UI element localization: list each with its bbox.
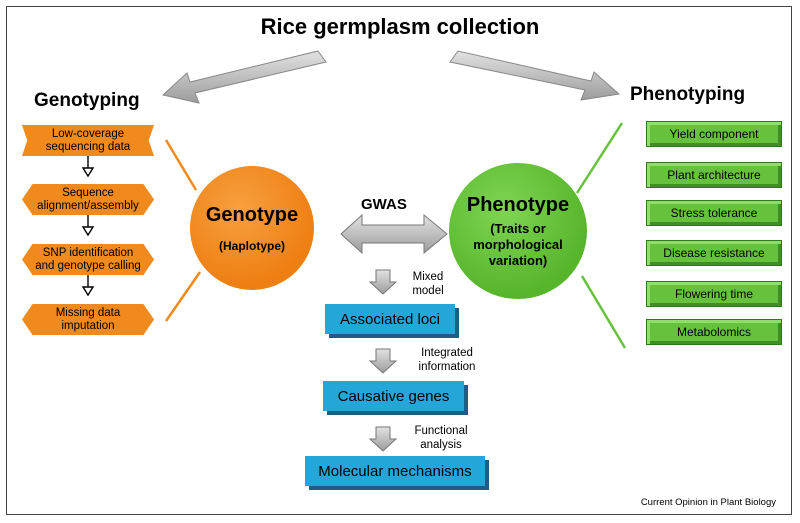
genotyping-heading: Genotyping: [34, 90, 140, 111]
trait-plant-architecture: Plant architecture: [646, 162, 782, 188]
box-molecular-mechanisms: Molecular mechanisms: [305, 456, 485, 486]
genotype-circle: Genotype (Haplotype): [190, 166, 314, 290]
trait-disease-resistance: Disease resistance: [646, 240, 782, 266]
genotype-label: Genotype: [205, 203, 299, 226]
center-down-arrows: [368, 269, 398, 452]
phenotype-label: Phenotype: [466, 193, 570, 216]
green-line-upper: [575, 122, 624, 194]
phenotype-subtitle: (Traits or morphological variation): [473, 220, 563, 268]
phenotype-circle: Phenotype (Traits or morphological varia…: [449, 163, 587, 299]
orange-line-upper: [164, 139, 198, 191]
trait-flowering-time: Flowering time: [646, 281, 782, 307]
phenotyping-heading: Phenotyping: [630, 84, 746, 105]
figure-frame: [6, 6, 792, 515]
gwas-label: GWAS: [361, 196, 407, 213]
gwas-double-arrow-icon: [340, 213, 448, 255]
orange-line-lower: [164, 271, 202, 322]
box-associated-loci: Associated loci: [325, 304, 455, 334]
trait-stress-tolerance: Stress tolerance: [646, 200, 782, 226]
trait-yield-component: Yield component: [646, 121, 782, 147]
trait-metabolomics: Metabolomics: [646, 319, 782, 345]
box-causative-genes: Causative genes: [323, 381, 464, 411]
haplotype-label: (Haplotype): [219, 238, 285, 253]
green-line-lower: [580, 275, 627, 349]
pipeline-arrows: [81, 156, 95, 297]
credit-text: Current Opinion in Plant Biology: [640, 497, 776, 508]
figure-title: Rice germplasm collection: [260, 14, 540, 39]
arrow-to-phenotyping: [449, 50, 621, 101]
arrow-to-genotyping: [161, 50, 327, 104]
